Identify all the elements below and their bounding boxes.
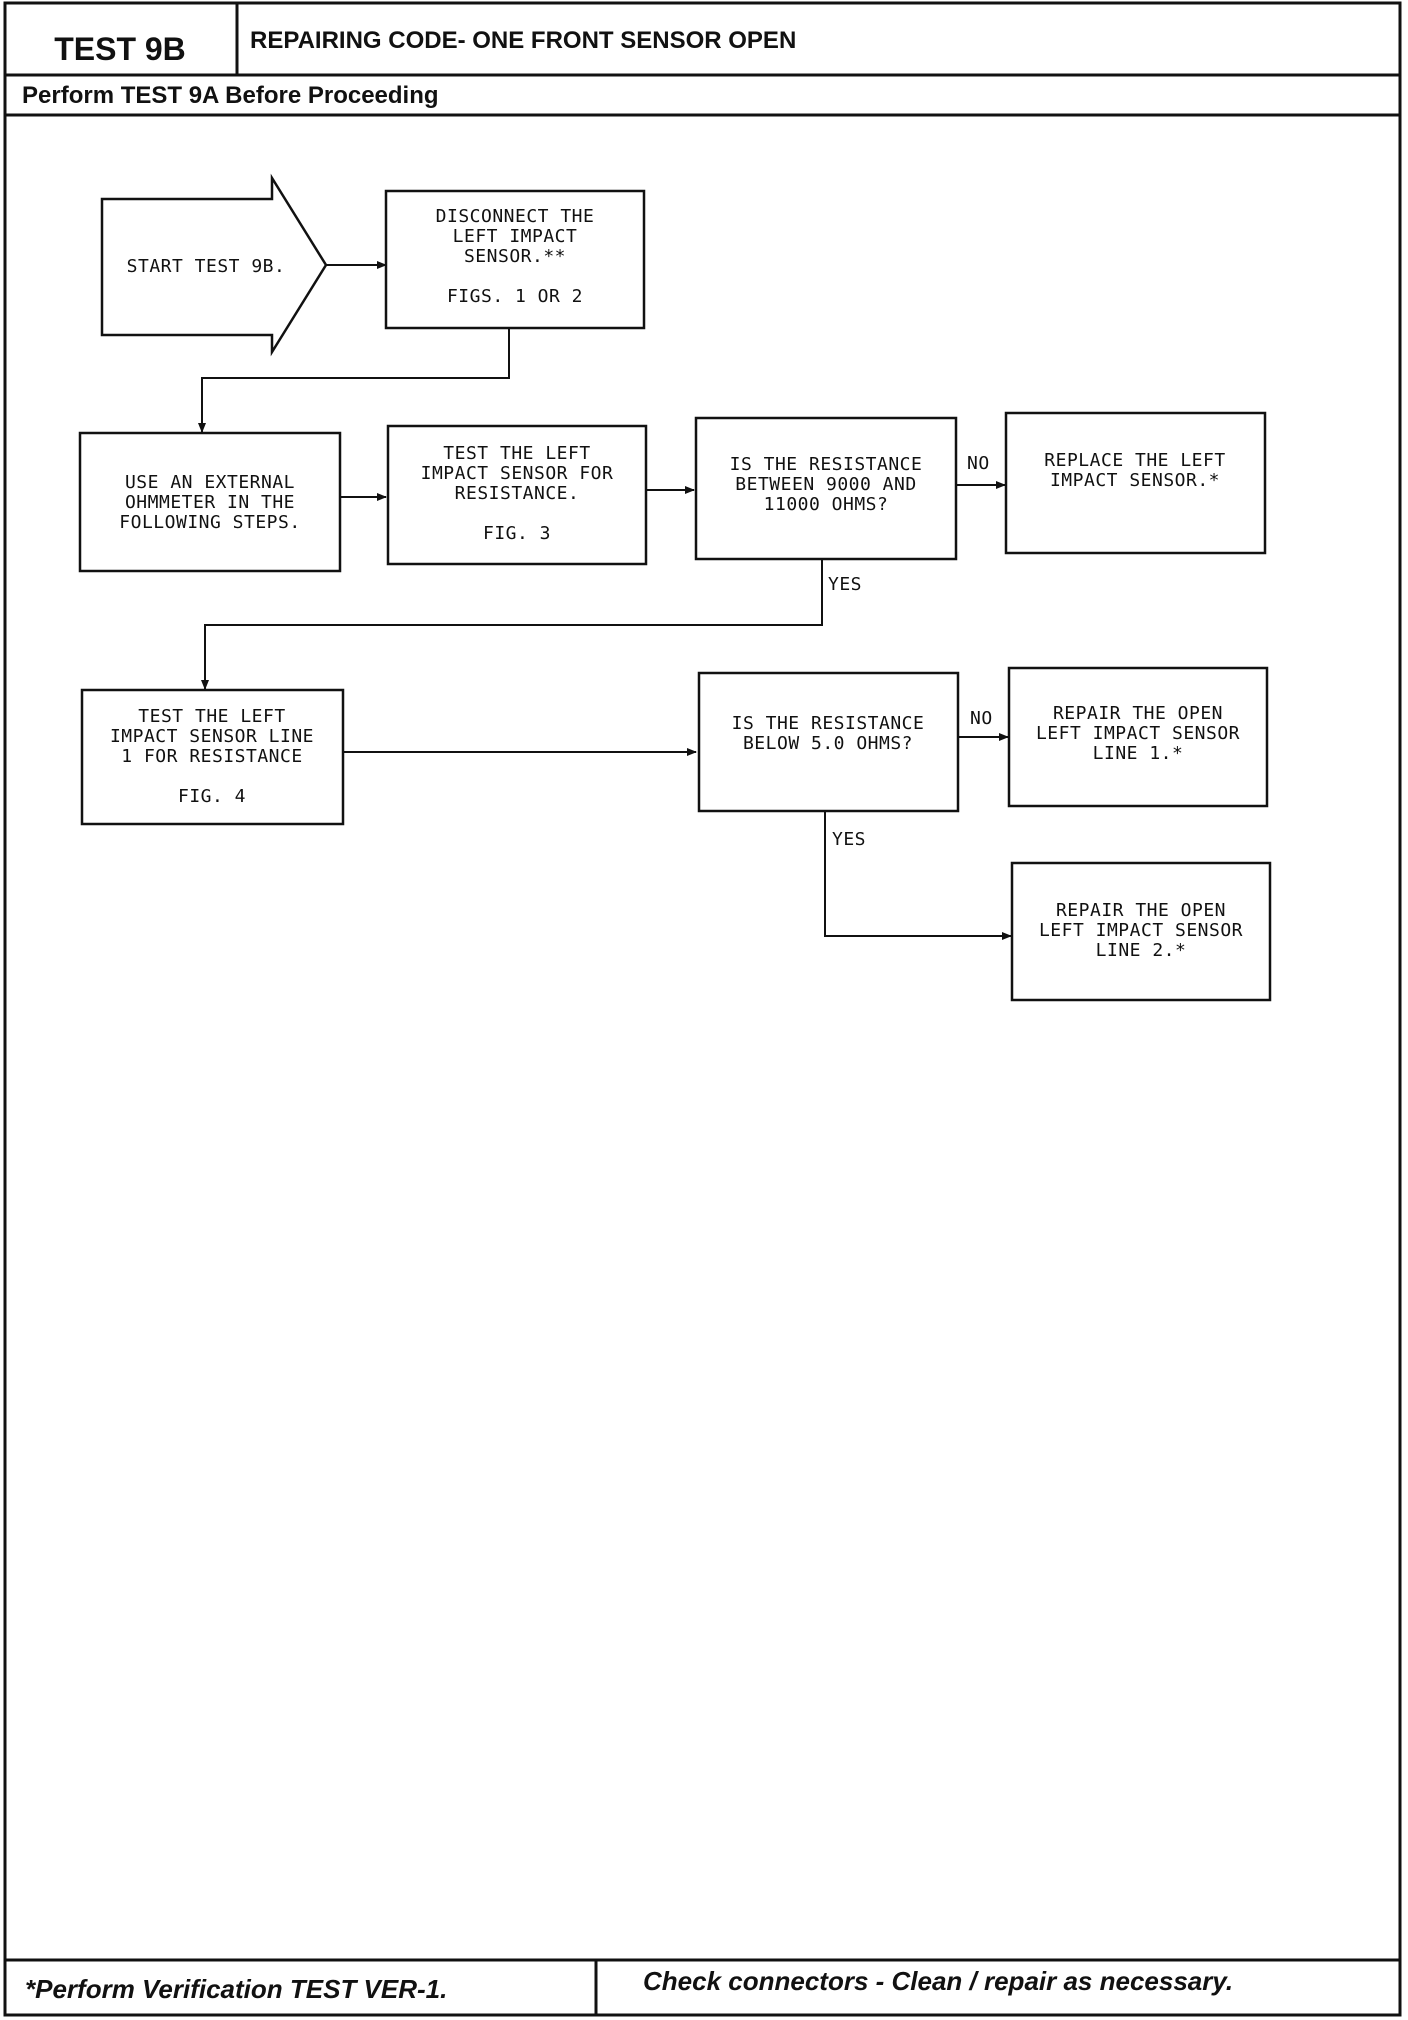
test-line1-resistance-box	[80, 688, 345, 826]
footer-connector-note: Check connectors - Clean / repair as nec…	[643, 1966, 1233, 1996]
label-yes-1: YES	[828, 574, 862, 595]
decision1-line-1: IS THE RESISTANCE	[730, 454, 923, 475]
flow-connectors	[198, 261, 1012, 940]
repair-line1-line-3: LINE 1.*	[1093, 743, 1184, 764]
page-subtitle: Perform TEST 9A Before Proceeding	[22, 82, 439, 109]
resistance-range-decision-box	[694, 416, 958, 561]
decision2-line-1: IS THE RESISTANCE	[732, 713, 925, 734]
disconnect-line-5: FIGS. 1 OR 2	[447, 286, 583, 307]
repair-line1-line-1: REPAIR THE OPEN	[1053, 703, 1223, 724]
test-line1-line-3: 1 FOR RESISTANCE	[121, 746, 302, 767]
label-no-2: NO	[970, 708, 993, 729]
footer-verification-note: *Perform Verification TEST VER-1.	[25, 1974, 447, 2004]
repair-line2-line-1: REPAIR THE OPEN	[1056, 900, 1226, 921]
connector-disconnect-to-ohmmeter	[198, 329, 510, 433]
replace-line-2: IMPACT SENSOR.*	[1050, 470, 1220, 491]
decision2-line-2: BELOW 5.0 OHMS?	[743, 733, 913, 754]
test-sensor-line-1: TEST THE LEFT	[443, 443, 590, 464]
ohmmeter-line-2: OHMMETER IN THE	[125, 492, 295, 513]
disconnect-line-1: DISCONNECT THE	[436, 206, 595, 227]
decision1-line-3: 11000 OHMS?	[764, 494, 889, 515]
resistance-below-decision-box	[697, 671, 960, 813]
repair-line2-box	[1010, 861, 1272, 1002]
repair-line1-line-2: LEFT IMPACT SENSOR	[1036, 723, 1240, 744]
page-frame	[3, 1, 1402, 2017]
repair-line2-line-3: LINE 2.*	[1096, 940, 1187, 961]
test-line1-line-5: FIG. 4	[178, 786, 246, 807]
ohmmeter-line-3: FOLLOWING STEPS.	[119, 512, 300, 533]
repair-line2-line-2: LEFT IMPACT SENSOR	[1039, 920, 1243, 941]
test-sensor-line-2: IMPACT SENSOR FOR	[421, 463, 614, 484]
repair-line1-box	[1007, 666, 1269, 808]
start-line-1: START TEST 9B.	[127, 256, 286, 277]
disconnect-line-3: SENSOR.**	[464, 246, 566, 267]
test-sensor-line-5: FIG. 3	[483, 523, 551, 544]
label-no-1: NO	[967, 453, 990, 474]
test-sensor-line-3: RESISTANCE.	[455, 483, 580, 504]
test-line1-line-2: IMPACT SENSOR LINE	[110, 726, 314, 747]
disconnect-line-2: LEFT IMPACT	[453, 226, 578, 247]
test-id: TEST 9B	[54, 31, 186, 67]
test-sensor-resistance-box	[386, 424, 648, 566]
decision1-line-2: BETWEEN 9000 AND	[735, 474, 916, 495]
connector-decision1-yes	[201, 558, 823, 690]
test-line1-line-1: TEST THE LEFT	[138, 706, 285, 727]
replace-sensor-box	[1004, 411, 1267, 555]
connector-decision2-yes	[824, 811, 1012, 940]
start-node-text: START TEST 9B.	[127, 256, 286, 277]
use-ohmmeter-box	[78, 431, 342, 573]
start-arrow-node	[100, 173, 328, 357]
ohmmeter-line-1: USE AN EXTERNAL	[125, 472, 295, 493]
page-title: REPAIRING CODE- ONE FRONT SENSOR OPEN	[250, 27, 796, 54]
disconnect-sensor-box	[384, 189, 646, 330]
label-yes-2: YES	[832, 829, 866, 850]
replace-line-1: REPLACE THE LEFT	[1044, 450, 1225, 471]
